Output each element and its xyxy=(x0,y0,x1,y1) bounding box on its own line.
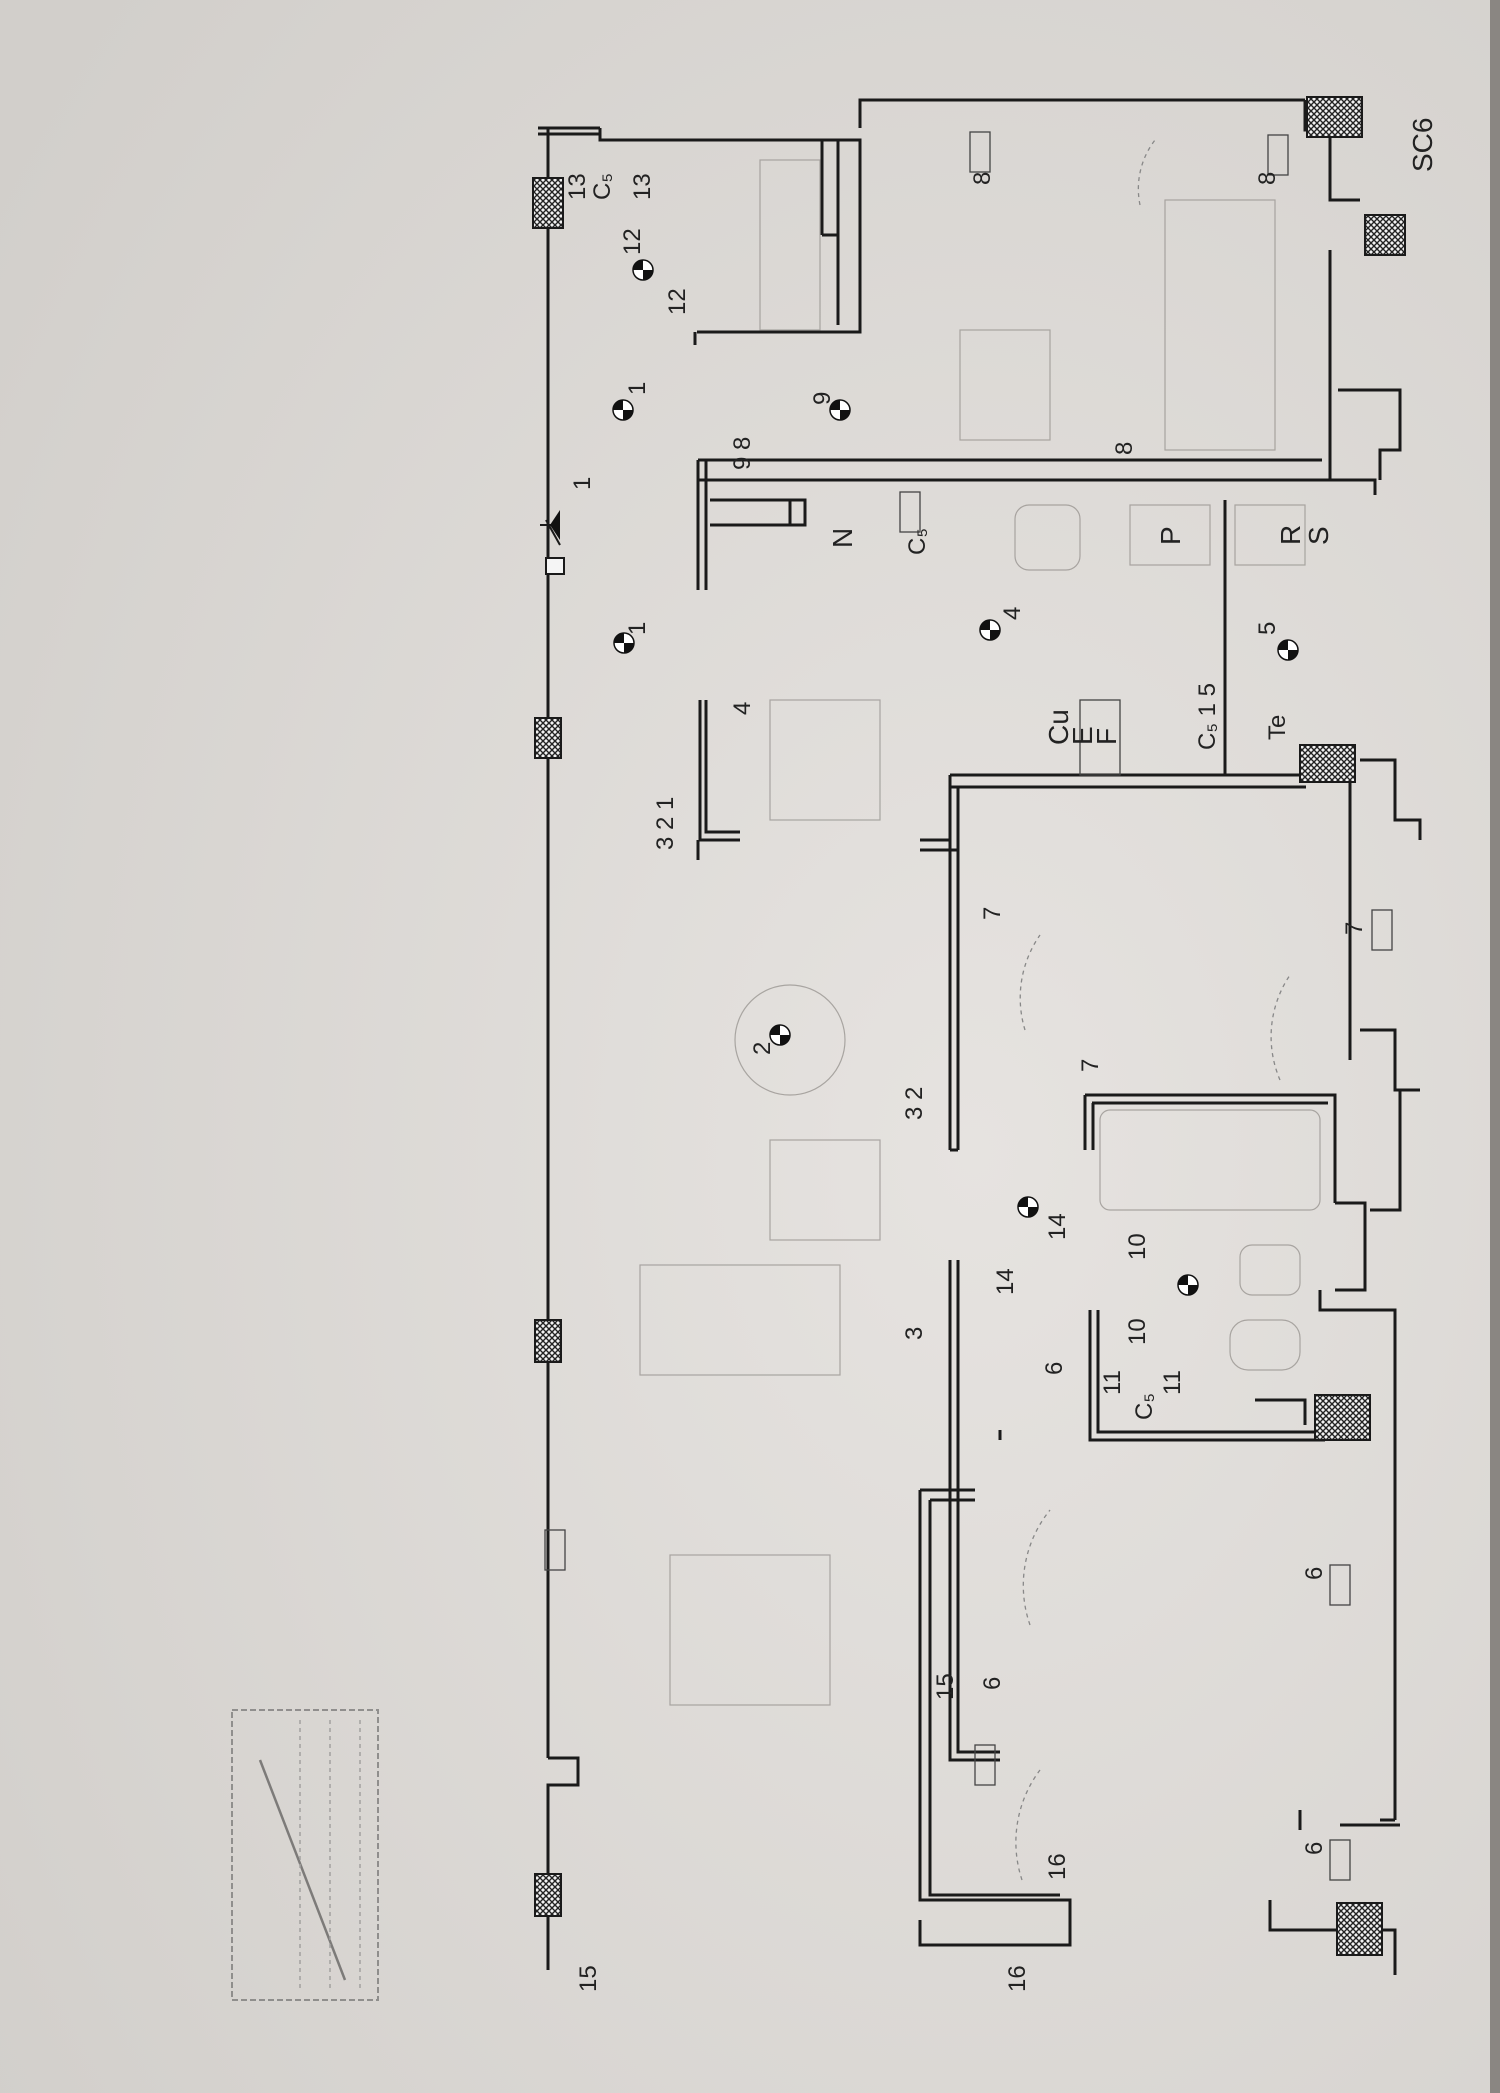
view-marker-4 xyxy=(979,619,1001,641)
label-cu: Cu xyxy=(1043,709,1074,745)
view-marker-10 xyxy=(1177,1274,1199,1296)
label-te: Te xyxy=(1264,715,1291,740)
label-4-a: 4 xyxy=(729,702,756,715)
label-6-right-a: 6 xyxy=(1301,1567,1328,1580)
walls xyxy=(538,98,1422,1975)
view-marker-14 xyxy=(1017,1196,1039,1218)
label-14-a: 14 xyxy=(992,1268,1019,1295)
label-s: S xyxy=(1303,526,1334,545)
label-13-b: 13 xyxy=(629,173,656,200)
label-15-inner: 15 xyxy=(932,1673,959,1700)
label-3-mid: 3 xyxy=(901,1327,928,1340)
meter-boxes xyxy=(544,131,1393,1881)
label-1-c: 1 xyxy=(624,622,651,635)
label-3-2-1: 3 2 1 xyxy=(652,797,679,850)
corner-label-sc6: SC6 xyxy=(1407,118,1438,172)
view-marker-1b xyxy=(613,632,635,654)
label-12-a: 12 xyxy=(619,228,646,255)
furniture-ghosts xyxy=(639,159,1321,1706)
label-f: F xyxy=(1091,728,1122,745)
view-marker-5 xyxy=(1277,639,1299,661)
view-marker-1a xyxy=(612,399,634,421)
label-14-b: 14 xyxy=(1044,1213,1071,1240)
label-9: 9 xyxy=(809,392,836,405)
label-e: E xyxy=(1067,726,1098,745)
label-8-c: 8 xyxy=(1254,172,1281,185)
label-p: P xyxy=(1155,526,1186,545)
label-12-b: 12 xyxy=(664,288,691,315)
view-marker-12 xyxy=(632,259,654,281)
door-swings xyxy=(1015,139,1291,1881)
paper-edge xyxy=(1490,0,1500,2093)
label-7-c: 7 xyxy=(1341,922,1368,935)
columns xyxy=(532,96,1406,1956)
label-13-a: 13 xyxy=(564,173,591,200)
entry-marker xyxy=(545,510,565,575)
label-1-b: 1 xyxy=(624,382,651,395)
label-r: R xyxy=(1275,525,1306,545)
label-11-a: 11 xyxy=(1099,1370,1126,1395)
label-10-a: 10 xyxy=(1124,1233,1151,1260)
view-marker-2 xyxy=(769,1024,791,1046)
label-9-8: 9 8 xyxy=(729,437,756,470)
stamp xyxy=(231,1709,379,2001)
label-c5-top: C₅ xyxy=(589,173,616,200)
label-8-b: 8 xyxy=(969,172,996,185)
label-c5-n: C₅ xyxy=(904,528,931,555)
label-1-a: 1 xyxy=(569,477,596,490)
label-6-top: 6 xyxy=(979,1677,1006,1690)
label-6-right-b: 6 xyxy=(1301,1842,1328,1855)
label-7-b: 7 xyxy=(1077,1059,1104,1072)
label-3-2: 3 2 xyxy=(901,1087,928,1120)
label-5: 5 xyxy=(1254,622,1281,635)
label-15-left: 15 xyxy=(575,1965,602,1992)
label-10-b: 10 xyxy=(1124,1318,1151,1345)
label-2: 2 xyxy=(749,1042,776,1055)
label-11-b: 11 xyxy=(1159,1370,1186,1395)
view-markers xyxy=(612,259,1299,1296)
label-c5-bath: C₅ xyxy=(1131,1393,1158,1420)
plan-labels: SC6 15 16 16 15 6 6 6 6 3 14 14 10 10 11… xyxy=(564,118,1438,1992)
label-n: N xyxy=(827,528,858,548)
label-6-mid: 6 xyxy=(1041,1362,1068,1375)
label-7-a: 7 xyxy=(979,907,1006,920)
label-8-a: 8 xyxy=(1111,442,1138,455)
label-4-b: 4 xyxy=(999,607,1026,620)
label-16-inner: 16 xyxy=(1044,1853,1071,1880)
label-c5-15: C₅ 1 5 xyxy=(1194,683,1221,750)
label-16-left: 16 xyxy=(1004,1965,1031,1992)
view-marker-9 xyxy=(829,399,851,421)
